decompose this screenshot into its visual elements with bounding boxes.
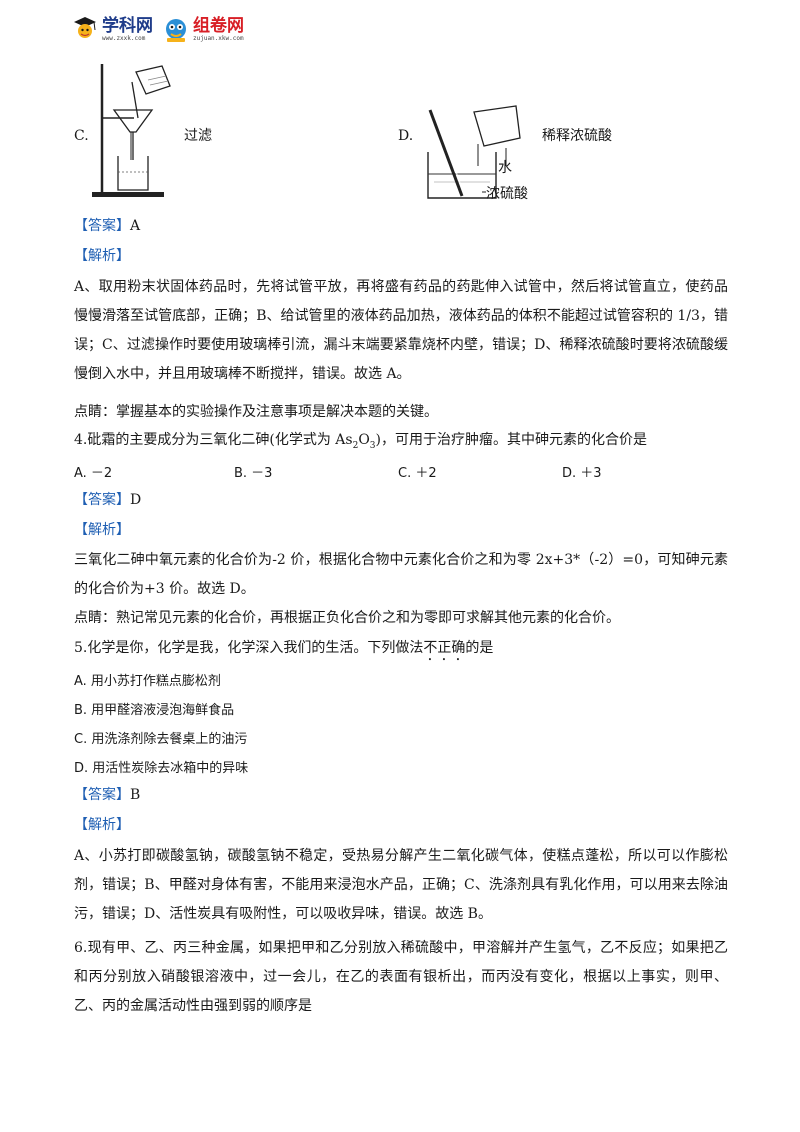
q5-option-b[interactable]: B. 用甲醛溶液浸泡海鲜食品 (74, 703, 235, 718)
q3-answer-line: 【答案】A (74, 216, 140, 236)
q5-stem-part2: 的是 (465, 640, 494, 656)
subscript-2: 2 (352, 440, 359, 451)
q4-option-b[interactable]: B. －3 (234, 466, 273, 481)
q5-answer-line: 【答案】B (74, 785, 140, 805)
logo1-text: 学科网 (102, 15, 153, 36)
q5-stem-part1: 5.化学是你，化学是我，化学深入我们的生活。下列做法 (74, 640, 424, 656)
q4-answer: D (130, 492, 142, 508)
q3-tip: 点睛：掌握基本的实验操作及注意事项是解决本题的关键。 (74, 404, 438, 420)
q5-option-d[interactable]: D. 用活性炭除去冰箱中的异味 (74, 761, 249, 776)
dilute-acid-figure (427, 105, 521, 199)
mascot-icon (166, 19, 186, 42)
q5-answer: B (130, 787, 141, 803)
q4-analysis-tag: 【解析】 (74, 522, 130, 538)
q4-stem-part1: 4.砒霜的主要成分为三氧化二砷(化学式为 As (74, 432, 353, 448)
conc-acid-label: 浓硫酸 (486, 186, 528, 202)
q5-option-a[interactable]: A. 用小苏打作糕点膨松剂 (74, 674, 221, 689)
q6-stem: 6.现有甲、乙、丙三种金属，如果把甲和乙分别放入稀硫酸中，甲溶解并产生氢气，乙不… (74, 940, 728, 1014)
filtration-caption: 过滤 (184, 128, 212, 144)
q4-option-d[interactable]: D. ＋3 (562, 466, 602, 481)
option-d-letter: D. (398, 128, 414, 144)
q5-stem-emphasis: 不正确 (423, 640, 466, 656)
zujuan-logo[interactable]: 组卷网 zujuan.xkw.com (163, 14, 244, 44)
dilution-caption: 稀释浓硫酸 (542, 128, 612, 144)
q3-analysis: A、取用粉末状固体药品时，先将试管平放，再将盛有药品的药匙伸入试管中，然后将试管… (74, 279, 728, 382)
q5-analysis: A、小苏打即碳酸氢钠，碳酸氢钠不稳定，受热易分解产生二氧化碳气体，使糕点蓬松，所… (74, 848, 728, 922)
answer-tag: 【答案】 (74, 492, 130, 508)
logo2-url: zujuan.xkw.com (193, 34, 244, 42)
logo2-text: 组卷网 (193, 15, 244, 36)
q4-option-c[interactable]: C. ＋2 (398, 466, 437, 481)
q4-tip: 点睛：熟记常见元素的化合价，再根据正负化合价之和为零即可求解其他元素的化合价。 (74, 610, 620, 626)
q3-analysis-tag: 【解析】 (74, 248, 130, 264)
water-label: 水 (498, 160, 512, 176)
q4-answer-line: 【答案】D (74, 490, 141, 510)
q4-stem: 4.砒霜的主要成分为三氧化二砷(化学式为 As2O3)，可用于治疗肿瘤。其中砷元… (74, 430, 647, 456)
answer-tag: 【答案】 (74, 218, 130, 234)
q5-analysis-tag: 【解析】 (74, 817, 130, 833)
q4-stem-part2: O (358, 432, 370, 448)
graduate-icon (74, 17, 96, 38)
option-c-letter: C. (74, 128, 89, 144)
header-logos: 学科网 www.zxxk.com 组卷网 zujuan.xkw.com (72, 10, 244, 48)
q3-answer: A (130, 218, 141, 234)
q5-option-c[interactable]: C. 用洗涤剂除去餐桌上的油污 (74, 732, 248, 747)
filtration-apparatus-figure (92, 64, 171, 197)
subscript-3: 3 (369, 440, 376, 451)
logo1-url: www.zxxk.com (102, 34, 146, 42)
q4-stem-part3: )，可用于治疗肿瘤。其中砷元素的化合价是 (375, 432, 647, 448)
q4-analysis: 三氧化二砷中氧元素的化合价为-2 价，根据化合物中元素化合价之和为零 2x+3*… (74, 552, 728, 597)
q4-option-a[interactable]: A. －2 (74, 466, 113, 481)
zxxk-logo[interactable]: 学科网 www.zxxk.com (72, 14, 153, 44)
answer-tag: 【答案】 (74, 787, 130, 803)
q5-stem: 5.化学是你，化学是我，化学深入我们的生活。下列做法不正确的是 (74, 638, 493, 664)
